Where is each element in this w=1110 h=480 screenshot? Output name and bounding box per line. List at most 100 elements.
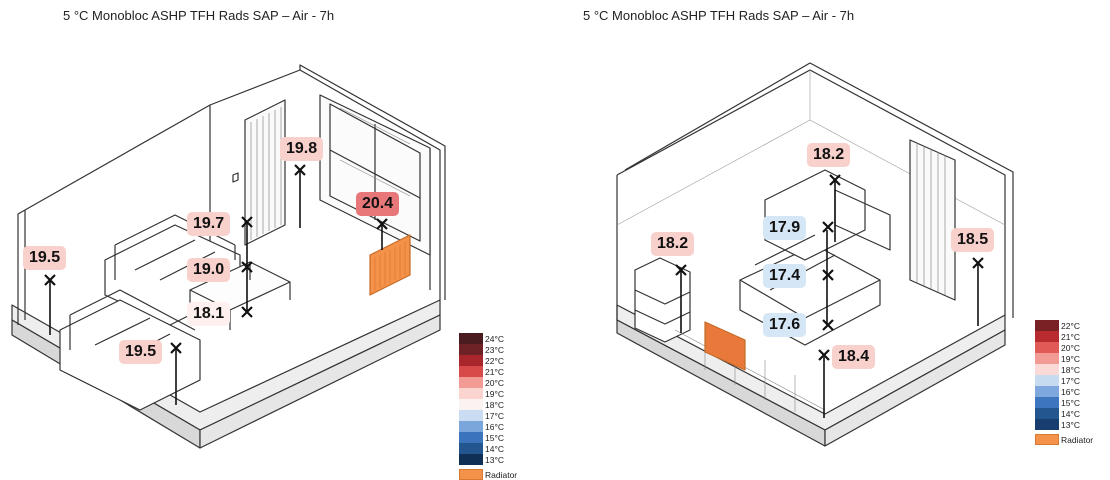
legend-label: 23°C bbox=[485, 344, 504, 355]
legend-swatch bbox=[459, 399, 483, 410]
legend-swatch bbox=[459, 454, 483, 465]
sensor-marker bbox=[241, 306, 253, 318]
legend-item: 19°C bbox=[1035, 353, 1093, 364]
sensor-marker bbox=[822, 269, 834, 281]
reading-label: 19.7 bbox=[187, 212, 231, 236]
legend-item: 22°C bbox=[1035, 320, 1093, 331]
radiator-label: Radiator bbox=[1061, 434, 1094, 445]
sensor-marker bbox=[822, 319, 834, 331]
legend-swatch bbox=[1035, 408, 1059, 419]
legend-swatch bbox=[1035, 375, 1059, 386]
reading-label: 18.5 bbox=[951, 228, 995, 252]
left-sensor-markers bbox=[44, 164, 388, 354]
legend-label: 21°C bbox=[1061, 331, 1080, 342]
sensor-marker bbox=[170, 342, 182, 354]
legend-label: 19°C bbox=[485, 388, 504, 399]
legend-label: 22°C bbox=[485, 355, 504, 366]
legend-item: 15°C bbox=[459, 432, 517, 443]
legend-item: 17°C bbox=[459, 410, 517, 421]
legend-label: 14°C bbox=[485, 443, 504, 454]
legend-swatch bbox=[1035, 419, 1059, 430]
reading-label: 18.2 bbox=[807, 143, 851, 167]
legend-item: 13°C bbox=[1035, 419, 1093, 430]
legend-item: 21°C bbox=[1035, 331, 1093, 342]
legend-item: 19°C bbox=[459, 388, 517, 399]
sensor-marker bbox=[294, 164, 306, 176]
legend-swatch bbox=[1035, 397, 1059, 408]
right-sensor-markers bbox=[675, 174, 984, 361]
legend-item: 18°C bbox=[1035, 364, 1093, 375]
legend-swatch bbox=[1035, 386, 1059, 397]
legend-label: 17°C bbox=[1061, 375, 1080, 386]
sensor-marker bbox=[44, 274, 56, 286]
legend-label: 13°C bbox=[1061, 419, 1080, 430]
legend-swatch bbox=[459, 333, 483, 344]
reading-label: 18.1 bbox=[187, 302, 231, 326]
sensor-marker bbox=[241, 261, 253, 273]
legend-swatch bbox=[459, 443, 483, 454]
reading-label: 20.4 bbox=[356, 192, 400, 216]
legend-item: 15°C bbox=[1035, 397, 1093, 408]
legend-swatch bbox=[459, 355, 483, 366]
legend-label: 16°C bbox=[1061, 386, 1080, 397]
sensor-marker bbox=[376, 218, 388, 230]
legend-item: 20°C bbox=[1035, 342, 1093, 353]
legend-label: 20°C bbox=[485, 377, 504, 388]
right-room-drawing bbox=[616, 62, 1014, 447]
legend-label: 19°C bbox=[1061, 353, 1080, 364]
reading-label: 19.5 bbox=[23, 246, 67, 270]
legend-radiator: Radiator bbox=[1035, 434, 1093, 445]
legend-label: 21°C bbox=[485, 366, 504, 377]
sensor-marker bbox=[822, 221, 834, 233]
legend-swatch bbox=[459, 344, 483, 355]
left-room-drawing bbox=[11, 64, 446, 449]
legend-item: 22°C bbox=[459, 355, 517, 366]
legend-swatch bbox=[459, 421, 483, 432]
left-title: 5 °C Monobloc ASHP TFH Rads SAP – Air - … bbox=[63, 8, 335, 23]
legend-swatch bbox=[459, 377, 483, 388]
legend-swatch bbox=[1035, 342, 1059, 353]
radiator-label: Radiator bbox=[485, 469, 518, 480]
reading-label: 19.8 bbox=[280, 137, 324, 161]
legend-item: 21°C bbox=[459, 366, 517, 377]
legend-radiator: Radiator bbox=[459, 469, 517, 480]
sensor-marker bbox=[972, 257, 984, 269]
radiator-swatch bbox=[459, 469, 483, 480]
sensor-marker bbox=[829, 174, 841, 186]
legend-item: 23°C bbox=[459, 344, 517, 355]
left-panel: 5 °C Monobloc ASHP TFH Rads SAP – Air - … bbox=[0, 0, 555, 480]
legend-item: 14°C bbox=[1035, 408, 1093, 419]
legend-swatch bbox=[459, 366, 483, 377]
legend-swatch bbox=[1035, 331, 1059, 342]
legend-item: 20°C bbox=[459, 377, 517, 388]
legend-item: 13°C bbox=[459, 454, 517, 465]
legend-swatch bbox=[459, 388, 483, 399]
legend-label: 15°C bbox=[485, 432, 504, 443]
legend-swatch bbox=[459, 432, 483, 443]
radiator-swatch bbox=[1035, 434, 1059, 445]
legend-swatch bbox=[1035, 353, 1059, 364]
legend-label: 22°C bbox=[1061, 320, 1080, 331]
reading-label: 17.9 bbox=[763, 216, 807, 240]
sensor-marker bbox=[675, 264, 687, 276]
sensor-marker bbox=[818, 349, 830, 361]
reading-label: 18.4 bbox=[832, 345, 876, 369]
reading-label: 18.2 bbox=[651, 232, 695, 256]
right-panel: 5 °C Monobloc ASHP TFH Rads SAP – Air - … bbox=[555, 0, 1110, 479]
legend-swatch bbox=[459, 410, 483, 421]
legend-item: 14°C bbox=[459, 443, 517, 454]
right-title: 5 °C Monobloc ASHP TFH Rads SAP – Air - … bbox=[583, 8, 855, 23]
legend-label: 13°C bbox=[485, 454, 504, 465]
reading-label: 17.6 bbox=[763, 313, 807, 337]
reading-label: 19.5 bbox=[119, 340, 163, 364]
reading-label: 19.0 bbox=[187, 258, 231, 282]
legend-item: 16°C bbox=[459, 421, 517, 432]
legend-item: 18°C bbox=[459, 399, 517, 410]
legend-label: 16°C bbox=[485, 421, 504, 432]
legend-swatch bbox=[1035, 320, 1059, 331]
legend-swatch bbox=[1035, 364, 1059, 375]
legend-label: 14°C bbox=[1061, 408, 1080, 419]
legend-label: 15°C bbox=[1061, 397, 1080, 408]
